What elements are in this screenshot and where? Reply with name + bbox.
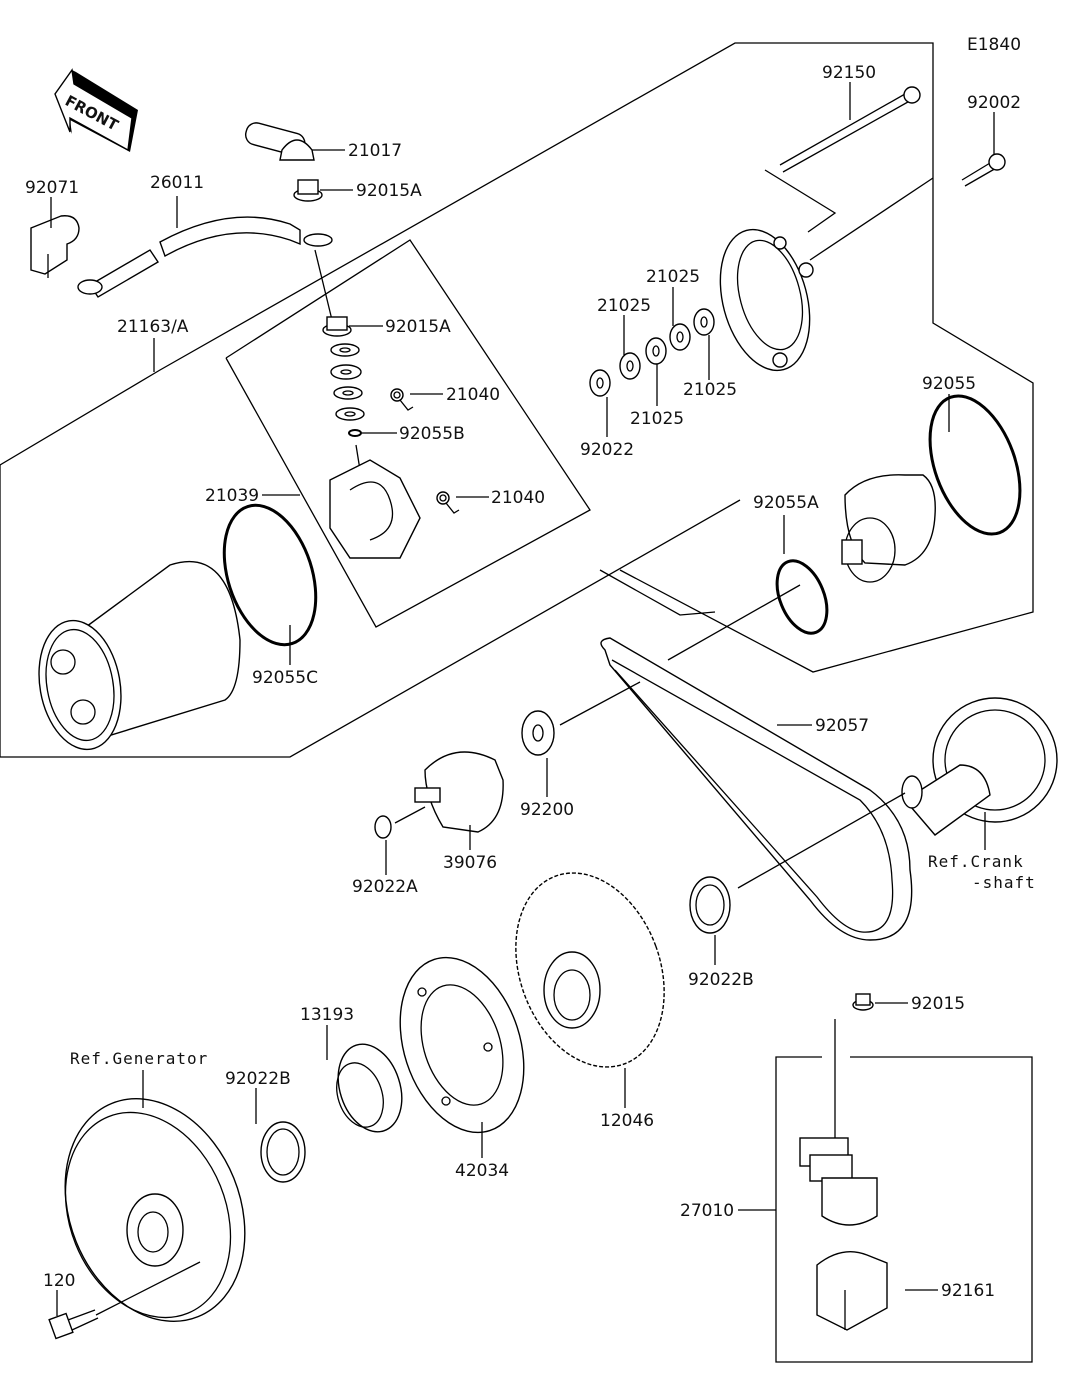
part-92055B-oring[interactable] (348, 429, 362, 437)
part-92002-bolt[interactable] (961, 153, 1006, 187)
front-arrow-icon: FRONT (54, 68, 138, 152)
part-92022-washer[interactable] (589, 369, 611, 397)
part-92055-oring[interactable] (913, 384, 1037, 547)
part-21040-brush-b[interactable] (436, 491, 460, 514)
label-92015[interactable]: 92015 (911, 994, 965, 1014)
part-12046-sprocket[interactable] (490, 852, 690, 1088)
part-27010-starter-relay[interactable] (799, 1137, 878, 1226)
part-generator-ref (64, 1098, 246, 1322)
part-21017-terminal-cap[interactable] (243, 121, 315, 161)
label-12046[interactable]: 12046 (600, 1111, 654, 1131)
label-92015A-top[interactable]: 92015A (356, 181, 422, 201)
label-92002[interactable]: 92002 (967, 93, 1021, 113)
starter-relay-box (775, 1056, 1033, 1363)
label-21025-b[interactable]: 21025 (646, 267, 700, 287)
label-120[interactable]: 120 (43, 1271, 75, 1291)
label-21039[interactable]: 21039 (205, 486, 259, 506)
label-92150[interactable]: 92150 (822, 63, 876, 83)
label-92022B-left[interactable]: 92022B (225, 1069, 291, 1089)
label-92015A-mid[interactable]: 92015A (385, 317, 451, 337)
part-crankshaft-ref (901, 697, 1058, 836)
part-92022A-washer[interactable] (374, 815, 392, 839)
part-92055C-oring[interactable] (208, 494, 332, 657)
label-42034[interactable]: 42034 (455, 1161, 509, 1181)
part-92161-relay-cover[interactable] (816, 1251, 888, 1331)
motor-assembly-outline (0, 42, 1034, 673)
label-92055B[interactable]: 92055B (399, 424, 465, 444)
part-26011-cable[interactable] (77, 216, 333, 298)
label-ref-crankshaft-2: -shaft (972, 873, 1036, 892)
part-92071-boot[interactable] (30, 215, 80, 278)
part-21025-washers[interactable] (619, 308, 715, 380)
part-42034-clutch-housing[interactable] (379, 941, 545, 1148)
label-21025-d[interactable]: 21025 (683, 380, 737, 400)
part-92022B-washer-left[interactable] (260, 1121, 306, 1183)
label-ref-crankshaft-1: Ref.Crank (928, 852, 1024, 871)
label-92161[interactable]: 92161 (941, 1281, 995, 1301)
label-92022[interactable]: 92022 (580, 440, 634, 460)
part-92150-long-bolt[interactable] (779, 86, 921, 173)
label-21017[interactable]: 21017 (348, 141, 402, 161)
label-27010[interactable]: 27010 (680, 1201, 734, 1221)
part-washer-stack[interactable] (330, 343, 365, 421)
label-26011[interactable]: 26011 (150, 173, 204, 193)
part-92055A-oring[interactable] (767, 554, 836, 641)
diagram-code: E1840 (967, 35, 1021, 55)
label-21025-c[interactable]: 21025 (630, 409, 684, 429)
part-120-bolt[interactable] (48, 1309, 99, 1340)
part-92057-chain[interactable] (600, 637, 913, 941)
part-reduction-housing[interactable] (841, 474, 936, 583)
part-21039-brush-plate[interactable] (329, 444, 421, 559)
label-92071[interactable]: 92071 (25, 178, 79, 198)
part-13193-one-way-clutch[interactable] (328, 1036, 413, 1140)
part-92200-washer[interactable] (521, 710, 555, 756)
part-21040-brush-a[interactable] (390, 388, 414, 411)
label-21040-a[interactable]: 21040 (446, 385, 500, 405)
label-13193[interactable]: 13193 (300, 1005, 354, 1025)
label-21040-b[interactable]: 21040 (491, 488, 545, 508)
label-21025-a[interactable]: 21025 (597, 296, 651, 316)
label-92055A[interactable]: 92055A (753, 493, 819, 513)
label-39076[interactable]: 39076 (443, 853, 497, 873)
label-92022B-right[interactable]: 92022B (688, 970, 754, 990)
part-end-cover[interactable] (706, 220, 824, 381)
label-92022A[interactable]: 92022A (352, 877, 418, 897)
motor-assembly-outline-lower (0, 465, 741, 758)
label-92055C[interactable]: 92055C (252, 668, 318, 688)
label-92055[interactable]: 92055 (922, 374, 976, 394)
brush-holder-outline (225, 239, 591, 628)
part-motor-yoke[interactable] (29, 560, 241, 756)
part-92015A-nut-top[interactable] (293, 179, 323, 202)
part-39076-gear[interactable] (414, 751, 504, 833)
label-92200[interactable]: 92200 (520, 800, 574, 820)
label-92057[interactable]: 92057 (815, 716, 869, 736)
label-ref-generator: Ref.Generator (70, 1049, 208, 1068)
part-92015-nut[interactable] (852, 993, 874, 1011)
part-92015A-nut-mid[interactable] (322, 316, 352, 337)
label-21163A[interactable]: 21163/A (117, 317, 189, 337)
